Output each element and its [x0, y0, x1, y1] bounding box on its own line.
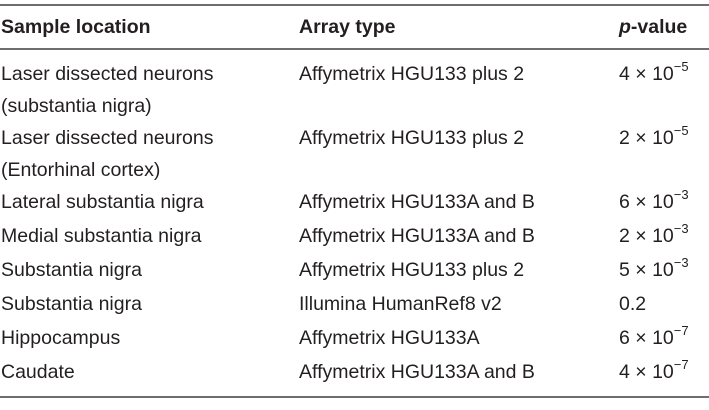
table-row: Substantia nigra Affymetrix HGU133 plus …: [0, 254, 709, 288]
cell-location: Medial substantia nigra: [1, 225, 202, 247]
p-mantissa: 2 × 10: [619, 225, 674, 247]
cell-location: Caudate: [1, 361, 75, 383]
p-mantissa: 4 × 10: [619, 63, 674, 85]
cell-p-value: 2 × 10−3: [619, 220, 709, 254]
header-row: Sample location Array type p-value: [0, 5, 709, 49]
location-line: Laser dissected neurons: [1, 127, 214, 149]
cell-location: Substantia nigra: [1, 293, 142, 315]
p-exponent: −5: [673, 59, 689, 74]
cell-p-value: 0.2: [619, 288, 709, 322]
location-line: (Entorhinal cortex): [1, 159, 161, 181]
table-row: Substantia nigra Illumina HumanRef8 v2 0…: [0, 288, 709, 322]
table-row: Caudate Affymetrix HGU133A and B 4 × 10−…: [0, 356, 709, 397]
p-exponent: −3: [673, 187, 689, 202]
p-exponent: −3: [673, 255, 689, 270]
header-sample-location: Sample location: [1, 15, 151, 38]
cell-array-type: Affymetrix HGU133A and B: [299, 361, 535, 383]
cell-array-type: Affymetrix HGU133 plus 2: [299, 63, 525, 85]
table-row: Laser dissected neurons (substantia nigr…: [0, 49, 709, 122]
cell-array-type: Affymetrix HGU133A and B: [299, 225, 535, 247]
table-row: Laser dissected neurons (Entorhinal cort…: [0, 122, 709, 186]
cell-array-type: Affymetrix HGU133 plus 2: [299, 259, 525, 281]
p-mantissa: 5 × 10: [619, 259, 674, 281]
header-p-rest: -value: [630, 15, 688, 38]
p-exponent: −7: [673, 357, 689, 372]
header-p-value: p-value: [619, 5, 709, 49]
cell-p-value: 5 × 10−3: [619, 254, 709, 288]
location-line: (substantia nigra): [1, 95, 152, 117]
cell-location: Lateral substantia nigra: [1, 191, 204, 213]
cell-location: Hippocampus: [1, 327, 121, 349]
cell-array-type: Affymetrix HGU133 plus 2: [299, 127, 525, 149]
table-body: Laser dissected neurons (substantia nigr…: [0, 49, 709, 397]
cell-p-value: 4 × 10−5: [619, 49, 709, 122]
cell-array-type: Affymetrix HGU133A and B: [299, 191, 535, 213]
cell-location: Laser dissected neurons (substantia nigr…: [0, 49, 299, 122]
cell-p-value: 2 × 10−5: [619, 122, 709, 186]
header-p-italic: p: [619, 15, 631, 38]
p-exponent: −3: [673, 221, 689, 236]
table-row: Medial substantia nigra Affymetrix HGU13…: [0, 220, 709, 254]
cell-array-type: Affymetrix HGU133A: [299, 327, 480, 349]
cell-p-value: 6 × 10−7: [619, 322, 709, 356]
p-mantissa: 2 × 10: [619, 127, 674, 149]
p-mantissa: 6 × 10: [619, 327, 674, 349]
location-line: Laser dissected neurons: [1, 63, 214, 85]
cell-p-value: 6 × 10−3: [619, 186, 709, 220]
p-exponent: −7: [673, 323, 689, 338]
header-array-type: Array type: [299, 15, 396, 38]
expression-table: Sample location Array type p-value Laser…: [0, 4, 709, 398]
cell-location: Substantia nigra: [1, 259, 142, 281]
cell-location: Laser dissected neurons (Entorhinal cort…: [0, 122, 299, 186]
p-mantissa: 6 × 10: [619, 191, 674, 213]
p-mantissa: 0.2: [619, 293, 647, 315]
p-mantissa: 4 × 10: [619, 361, 674, 383]
table-row: Hippocampus Affymetrix HGU133A 6 × 10−7: [0, 322, 709, 356]
p-exponent: −5: [673, 123, 689, 138]
table-row: Lateral substantia nigra Affymetrix HGU1…: [0, 186, 709, 220]
cell-p-value: 4 × 10−7: [619, 356, 709, 397]
cell-array-type: Illumina HumanRef8 v2: [299, 293, 502, 315]
